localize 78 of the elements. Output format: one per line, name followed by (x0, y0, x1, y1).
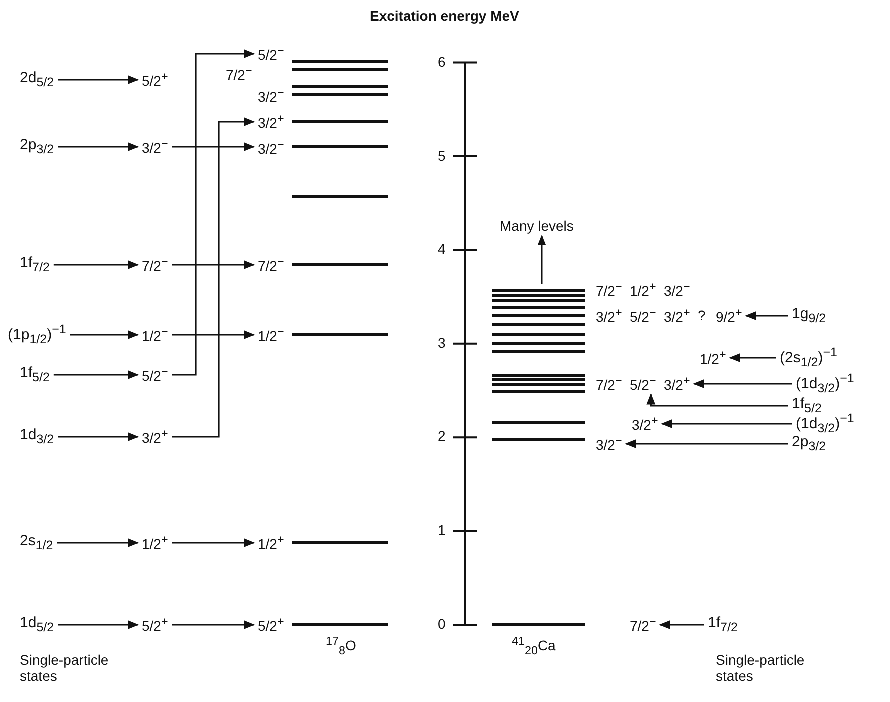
axis-tick-label: 5 (438, 148, 446, 164)
axis-tick-label: 3 (438, 335, 446, 351)
arrow (58, 620, 140, 630)
arrow (172, 260, 256, 270)
state-label: (1p$_{1/2}$)$^{−1}$ (8, 323, 66, 347)
arrow (693, 380, 792, 388)
spin-parity-label: 3/2$^{+}$ (258, 113, 284, 131)
arrow (58, 142, 140, 152)
state-label: 1f$_{7/2}$ (20, 255, 50, 275)
spin-parity-label: 1/2$^{+}$ (258, 534, 284, 552)
spin-parity-label: 3/2$^{−}$ (258, 139, 284, 157)
spin-parity-label: 3/2$^{−}$ (258, 87, 284, 105)
spin-parity-label: 3/2$^{−}$ (664, 281, 690, 299)
arrow (646, 394, 788, 407)
spin-parity-label: 3/2$^{−}$ (596, 435, 622, 453)
annotation-text: Many levels (500, 218, 574, 234)
arrow (58, 76, 140, 84)
arrow (172, 142, 256, 152)
spin-parity-label: 5/2$^{+}$ (142, 71, 168, 89)
spin-parity-label: 1/2$^{+}$ (700, 349, 726, 367)
state-label: (2s$_{1/2}$)$^{−1}$ (780, 346, 838, 370)
arrow (54, 370, 140, 380)
arrow (172, 620, 256, 630)
spin-parity-label: 7/2$^{−}$ (142, 256, 168, 274)
arrow (659, 620, 704, 630)
spin-parity-label: 1/2$^{+}$ (142, 534, 168, 552)
spin-parity-label: 7/2$^{−}$ (596, 281, 622, 299)
spin-parity-label: 7/2$^{−}$ (226, 65, 252, 83)
state-label: 1f$_{5/2}$ (20, 365, 50, 385)
spin-parity-label: 1/2$^{−}$ (258, 326, 284, 344)
state-label: 1d$_{5/2}$ (20, 615, 54, 635)
spin-parity-label: 7/2$^{−}$ (258, 256, 284, 274)
spin-parity-label: 7/2$^{−}$ (596, 375, 622, 393)
state-label: 2d$_{5/2}$ (20, 70, 54, 90)
arrow (172, 538, 256, 548)
spin-parity-label: 3/2$^{+}$ (596, 307, 622, 325)
spin-parity-label: 5/2$^{−}$ (630, 307, 656, 325)
spin-parity-label: 5/2$^{+}$ (258, 616, 284, 634)
arrow (661, 420, 792, 428)
spin-parity-label: 1/2$^{+}$ (630, 281, 656, 299)
axis-tick-label: 6 (438, 54, 446, 70)
arrow (54, 260, 140, 270)
arrow (57, 538, 140, 548)
arrow (745, 312, 788, 320)
spin-parity-label: 3/2$^{−}$ (142, 138, 168, 156)
arrow (58, 432, 140, 442)
axis-tick-label: 2 (438, 428, 446, 444)
axis-title: Excitation energy MeV (370, 8, 520, 24)
arrow (70, 330, 140, 340)
arrow (172, 50, 256, 376)
state-label: 1d$_{3/2}$ (20, 427, 54, 447)
spin-parity-label: 5/2$^{−}$ (142, 366, 168, 384)
spin-parity-label: 5/2$^{−}$ (630, 375, 656, 393)
state-label: (1d$_{3/2}$)$^{−1}$ (796, 372, 854, 396)
spin-parity-label: 9/2$^{+}$ (716, 307, 742, 325)
state-label: 2p$_{3/2}$ (20, 137, 54, 157)
axis-tick-label: 1 (438, 522, 446, 538)
spin-parity-label: 3/2$^{+}$ (664, 375, 690, 393)
spin-parity-label: 5/2$^{−}$ (258, 45, 284, 63)
spin-parity-label: 7/2$^{−}$ (630, 616, 656, 634)
spin-parity-label: 3/2$^{+}$ (632, 415, 658, 433)
arrow (172, 118, 256, 438)
caption-text: Single-particle states (20, 652, 110, 684)
state-label: 1f$_{7/2}$ (708, 615, 738, 635)
spin-parity-label: 3/2$^{+}$ (664, 307, 690, 325)
state-label: 2p$_{3/2}$ (792, 434, 826, 454)
axis-tick-label: 4 (438, 241, 446, 257)
spin-parity-label: ? (698, 308, 706, 324)
spin-parity-label: 5/2$^{+}$ (142, 616, 168, 634)
state-label: 1g$_{9/2}$ (792, 306, 826, 326)
state-label: 2s$_{1/2}$ (20, 533, 54, 553)
arrow (625, 440, 788, 448)
arrow (172, 330, 256, 340)
spin-parity-label: 3/2$^{+}$ (142, 428, 168, 446)
caption-text: Single-particle states (716, 652, 806, 684)
axis-tick-label: 0 (438, 616, 446, 632)
spin-parity-label: 1/2$^{−}$ (142, 326, 168, 344)
arrow (729, 354, 776, 362)
